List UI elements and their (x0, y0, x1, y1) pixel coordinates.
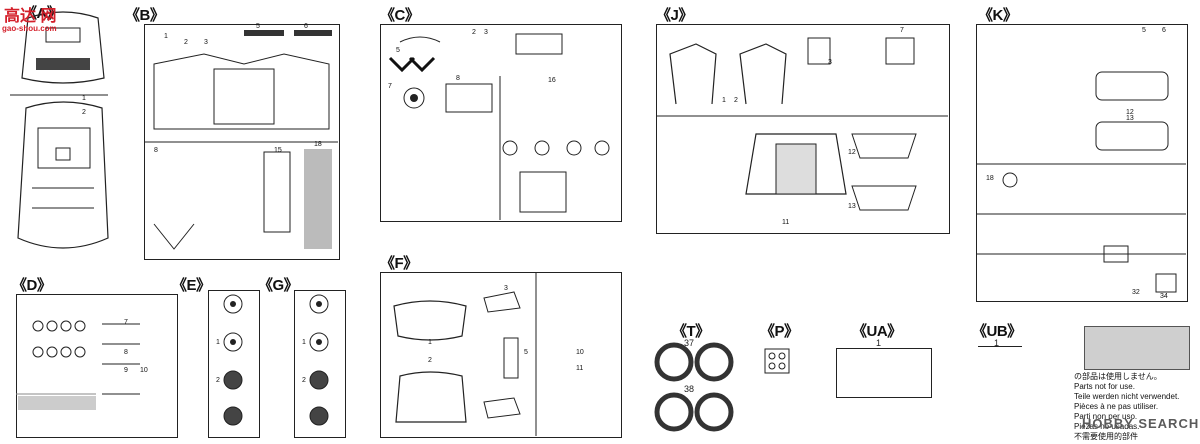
sprue-label-g: 《G》 (258, 277, 299, 294)
sprue-e-wheels: 12 (216, 294, 243, 426)
note-es: Piezas no usadas. (1074, 422, 1140, 431)
svg-text:2: 2 (302, 377, 306, 384)
svg-text:5: 5 (256, 23, 260, 30)
sprue-label-t: 《T》 (672, 323, 710, 340)
svg-text:9: 9 (124, 367, 128, 374)
note-jp: の部品は使用しません。 (1074, 372, 1162, 381)
sprue-label-d: 《D》 (12, 277, 52, 294)
svg-text:2: 2 (216, 377, 220, 384)
svg-text:3: 3 (504, 285, 508, 292)
ub-thin-part (978, 346, 1022, 347)
ub-part-number: 1 (994, 338, 1000, 348)
sprue-b-parts: 1 2 3 5 6 8 15 18 (144, 23, 338, 250)
sprue-label-c: 《C》 (380, 7, 420, 24)
svg-text:10: 10 (140, 367, 148, 374)
svg-text:1: 1 (216, 339, 220, 346)
svg-text:2: 2 (184, 39, 188, 46)
svg-text:7: 7 (900, 27, 904, 34)
sprue-f-parts: 1 2 3 5 10 11 (393, 272, 584, 436)
svg-text:1: 1 (302, 339, 306, 346)
tire-part-37: 37 (684, 338, 695, 348)
svg-text:3: 3 (204, 39, 208, 46)
sprue-p-clear-part (764, 348, 790, 374)
sprue-c-frame (380, 24, 622, 222)
note-en: Parts not for use. (1074, 382, 1135, 391)
sprue-label-b: 《B》 (125, 7, 165, 24)
svg-text:8: 8 (124, 349, 128, 356)
sprue-g-wheels: 12 (302, 294, 329, 426)
sprue-t-tires (654, 342, 734, 432)
svg-text:13: 13 (1126, 115, 1134, 122)
svg-text:5: 5 (524, 349, 528, 356)
ua-part-number: 1 (876, 338, 882, 348)
svg-text:2: 2 (82, 109, 86, 116)
svg-text:16: 16 (548, 77, 556, 84)
sprue-a-body-drawing: 12 (10, 11, 109, 249)
svg-text:6: 6 (1162, 27, 1166, 34)
watermark-gaoshou-url: gao-shou.com (2, 24, 57, 33)
note-fr: Pièces à ne pas utiliser. (1074, 402, 1159, 411)
sprue-label-j: 《J》 (656, 7, 693, 24)
svg-text:11: 11 (576, 365, 583, 372)
svg-text:7: 7 (388, 83, 392, 90)
watermark-gaoshou-logo: 高达 网 (4, 8, 57, 25)
sprue-label-k: 《K》 (978, 7, 1018, 24)
svg-text:3: 3 (484, 29, 488, 36)
sprue-label-a: 《A》 (22, 5, 62, 22)
svg-text:18: 18 (314, 141, 322, 148)
sprue-label-f: 《F》 (380, 255, 418, 272)
sprue-label-p: 《P》 (760, 323, 799, 340)
note-it: Parti non per uso. (1074, 412, 1138, 421)
svg-text:12: 12 (848, 149, 856, 156)
sprue-j-frame (656, 24, 950, 234)
svg-text:6: 6 (304, 23, 308, 30)
svg-text:1: 1 (722, 97, 726, 104)
svg-text:1: 1 (82, 95, 86, 102)
note-de: Teile werden nicht verwendet. (1074, 392, 1180, 401)
svg-text:1: 1 (428, 339, 432, 346)
svg-text:5: 5 (1142, 27, 1146, 34)
svg-text:7: 7 (124, 319, 128, 326)
sprue-d-parts: 7 8 9 10 (16, 319, 148, 410)
svg-text:11: 11 (782, 219, 789, 226)
svg-text:2: 2 (428, 357, 432, 364)
svg-text:2: 2 (734, 97, 738, 104)
sprue-d-frame (16, 294, 178, 438)
watermark-hobby-search: HOBBY SEARCH (1082, 416, 1200, 431)
svg-text:5: 5 (396, 47, 400, 54)
svg-text:2: 2 (472, 29, 476, 36)
sprue-k-frame (976, 24, 1188, 302)
svg-text:12: 12 (1126, 109, 1134, 116)
sprue-label-e: 《E》 (172, 277, 211, 294)
ua-sheet-part (836, 348, 932, 398)
svg-text:34: 34 (1160, 293, 1168, 300)
sprue-f-frame (380, 272, 622, 438)
svg-text:8: 8 (154, 147, 158, 154)
sprue-c-parts: 2 3 5 7 8 16 (388, 29, 610, 220)
svg-text:1: 1 (164, 33, 168, 40)
svg-text:3: 3 (828, 59, 832, 66)
sprue-label-ua: 《UA》 (852, 323, 902, 340)
svg-text:13: 13 (848, 203, 856, 210)
svg-text:18: 18 (986, 175, 994, 182)
svg-text:10: 10 (576, 349, 584, 356)
svg-text:15: 15 (274, 147, 282, 154)
not-for-use-swatch (1084, 326, 1190, 370)
svg-text:32: 32 (1132, 289, 1140, 296)
tire-part-38: 38 (684, 384, 695, 394)
note-zh: 不需要使用的部件 (1074, 432, 1138, 441)
svg-text:8: 8 (456, 75, 460, 82)
sprue-label-ub: 《UB》 (972, 323, 1022, 340)
